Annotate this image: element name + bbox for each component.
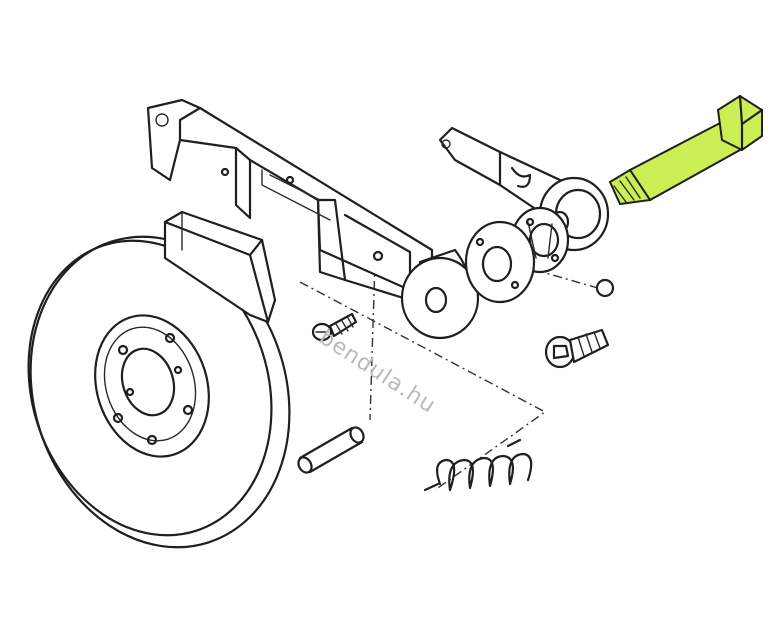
guide-pin <box>297 426 365 474</box>
guide-pin-bolt-highlighted <box>608 94 764 206</box>
coil-spring <box>423 438 533 492</box>
disc-bolt-holes <box>112 332 194 446</box>
ball <box>595 278 615 298</box>
small-slotted-screw <box>311 312 358 342</box>
caliper-carrier-frame <box>146 98 480 340</box>
brake-pad <box>163 210 277 324</box>
guide-sleeve-washer <box>464 220 536 304</box>
brake-disc <box>27 235 291 549</box>
hex-socket-screw <box>544 328 610 369</box>
